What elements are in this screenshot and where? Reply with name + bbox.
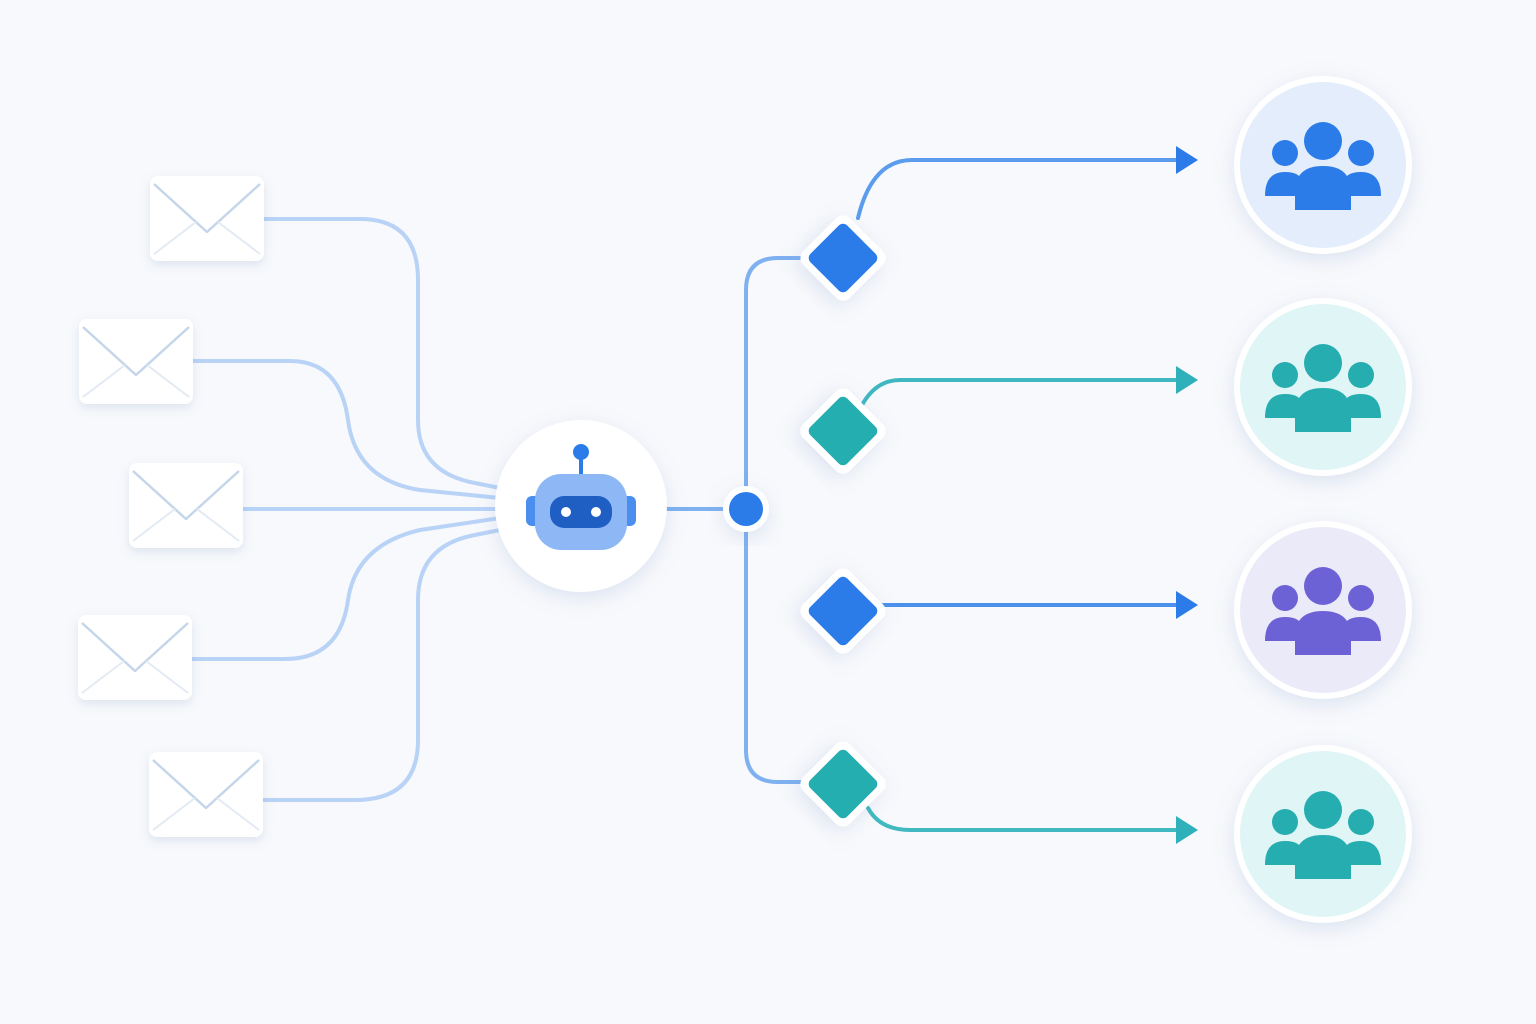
team-node-1[interactable] [1234,76,1412,254]
arrowhead-2 [1176,366,1198,394]
group-users-icon [1265,567,1381,655]
robot-node[interactable] [495,420,667,592]
connector-email-2 [191,359,502,500]
destination-teams [1234,76,1412,923]
team-node-2[interactable] [1234,298,1412,476]
envelope-icon[interactable] [79,319,193,404]
email-sources [78,176,264,837]
arrow-route-4 [866,806,1182,832]
spine-lower [744,524,808,784]
diamond-decision-icon[interactable] [796,384,889,477]
group-users-icon [1265,122,1381,210]
diamond-decision-icon[interactable] [796,737,889,830]
inbound-connectors [189,217,502,802]
spine-upper [744,256,808,494]
arrow-route-1 [856,158,1182,220]
arrow-route-2 [860,378,1182,407]
arrowhead-4 [1176,816,1198,844]
team-node-4[interactable] [1234,745,1412,923]
outbound-arrows [856,158,1182,832]
group-users-icon [1265,344,1381,432]
connector-email-1 [262,217,502,490]
diamond-decision-icon[interactable] [796,564,889,657]
routing-diamonds [796,211,889,830]
envelope-icon[interactable] [129,463,243,548]
connector-email-5 [260,528,502,802]
arrowhead-1 [1176,146,1198,174]
arrowhead-3 [1176,591,1198,619]
hub-spine [744,256,808,784]
group-users-icon [1265,791,1381,879]
envelope-icon[interactable] [78,615,192,700]
envelope-icon[interactable] [150,176,264,261]
envelope-icon[interactable] [149,752,263,837]
robot-icon [526,444,636,550]
connector-email-4 [189,516,502,661]
arrow-heads [1176,146,1198,844]
team-node-3[interactable] [1234,521,1412,699]
junction-dot[interactable] [723,486,769,532]
diamond-decision-icon[interactable] [796,211,889,304]
